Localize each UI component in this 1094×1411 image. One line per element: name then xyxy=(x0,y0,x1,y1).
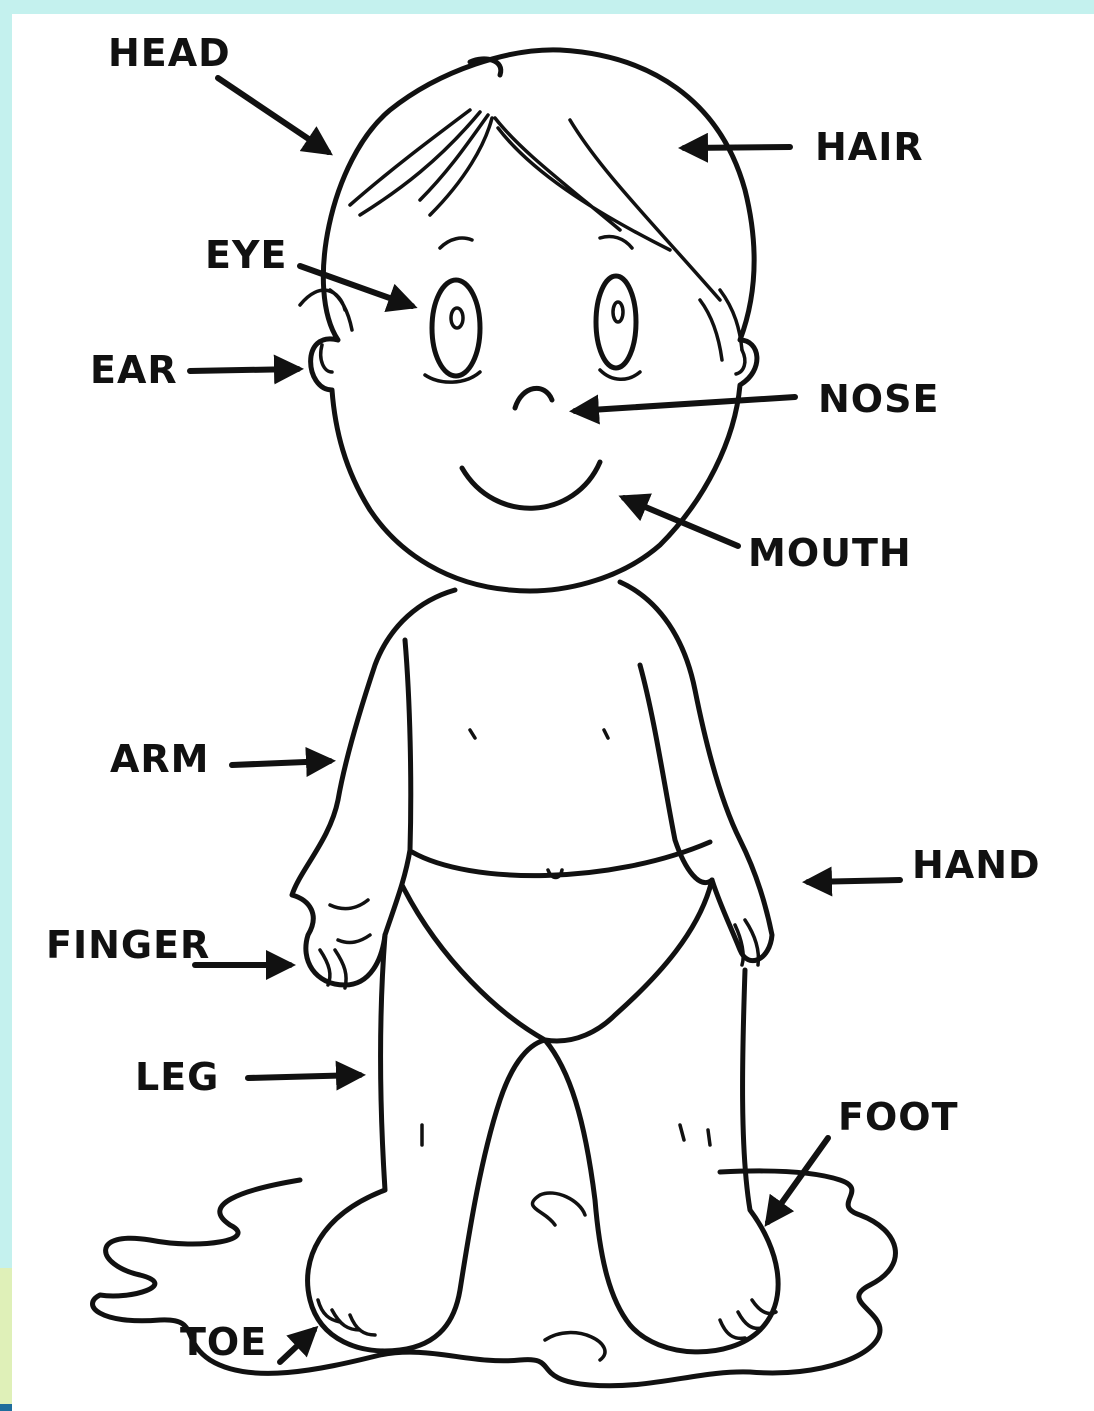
hair-fringe xyxy=(350,110,720,300)
knee-mark-right xyxy=(680,1125,710,1145)
label-foot: FOOT xyxy=(838,1095,959,1139)
label-nose: NOSE xyxy=(818,377,939,421)
label-mouth: MOUTH xyxy=(748,531,912,575)
labels: HEAD HAIR EYE EAR NOSE MOUTH ARM HAND FI… xyxy=(46,31,1041,1364)
puddle-inner xyxy=(532,1193,585,1225)
label-ear: EAR xyxy=(90,348,178,392)
body-outline-left xyxy=(292,590,455,985)
label-leg: LEG xyxy=(135,1055,219,1099)
label-arm: ARM xyxy=(110,737,209,781)
arrow-hand xyxy=(808,880,900,882)
mouth-smile xyxy=(462,462,600,508)
label-toe: TOE xyxy=(180,1320,267,1364)
eyebrow-left xyxy=(440,238,472,248)
arrow-hair xyxy=(684,147,790,148)
arrow-eye xyxy=(300,266,412,306)
label-hand: HAND xyxy=(912,843,1041,887)
chest-mark-left xyxy=(470,730,475,738)
torso-right-side xyxy=(640,665,712,883)
puddle-ripple xyxy=(545,1333,605,1360)
arrow-arm xyxy=(232,761,330,765)
arrow-leg xyxy=(248,1075,360,1078)
eye-right-lid xyxy=(600,370,640,379)
label-finger: FINGER xyxy=(46,923,210,967)
pointer-arrows xyxy=(190,78,900,1362)
arrow-mouth xyxy=(624,498,738,546)
arrow-head xyxy=(218,78,328,152)
arrow-nose xyxy=(575,397,795,411)
eyebrow-right xyxy=(600,236,632,248)
ear-left-detail xyxy=(321,345,332,372)
finger-lines xyxy=(320,900,370,988)
arrow-foot xyxy=(768,1138,828,1222)
chest-mark-right xyxy=(604,730,608,738)
underwear-bottom xyxy=(402,880,712,1041)
arrow-toe xyxy=(280,1330,314,1362)
leg-left xyxy=(308,935,545,1351)
nose-curve xyxy=(515,388,552,408)
pupil-left xyxy=(451,308,463,328)
label-head: HEAD xyxy=(108,31,231,75)
label-hair: HAIR xyxy=(815,125,924,169)
body-outline-right xyxy=(620,582,772,961)
arrow-ear xyxy=(190,369,298,371)
pupil-right xyxy=(613,302,623,322)
ear-right-detail xyxy=(736,350,745,374)
leg-right xyxy=(545,970,778,1352)
label-eye: EYE xyxy=(205,233,287,277)
